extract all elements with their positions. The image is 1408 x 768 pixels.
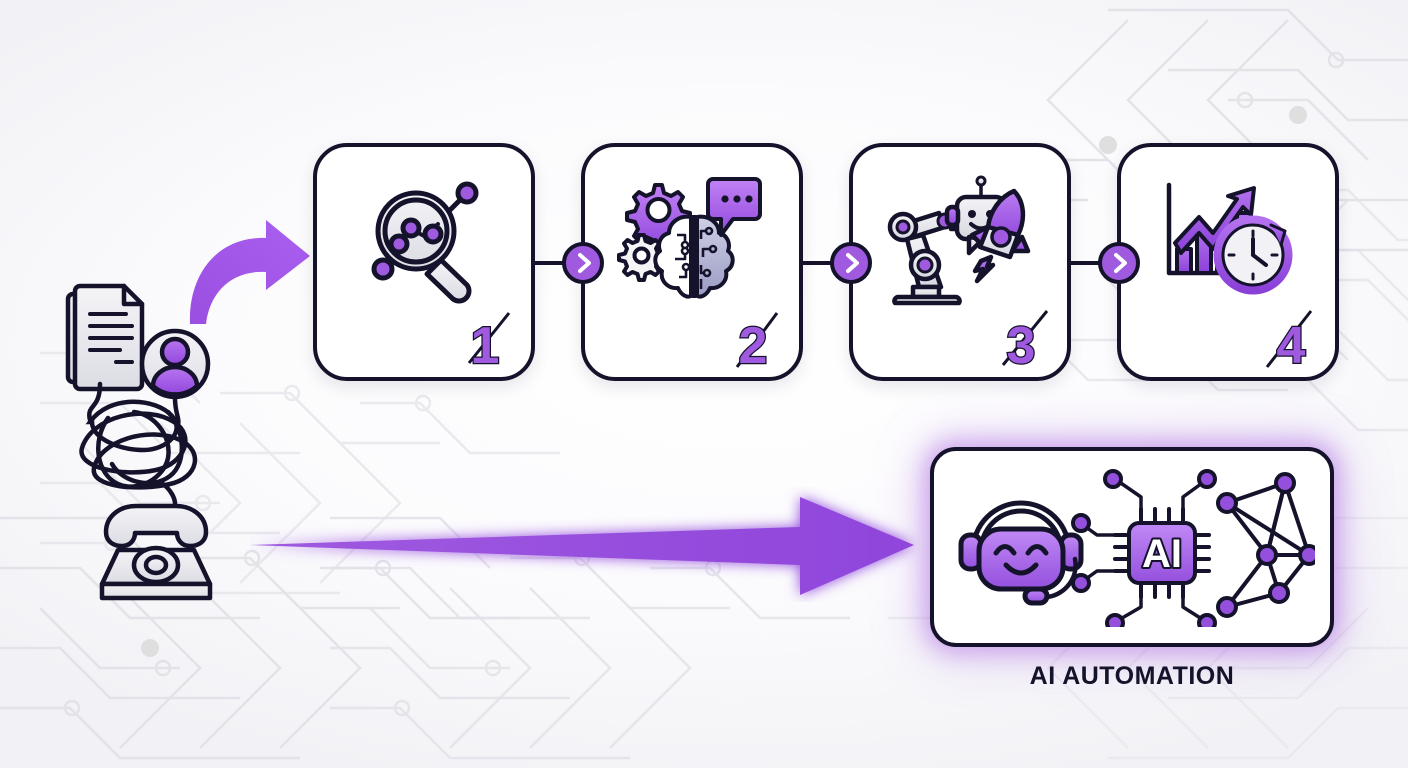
person-icon: [139, 328, 211, 400]
connector-line-2: [803, 261, 851, 265]
step-number-4: 4: [1265, 310, 1313, 375]
ai-chip-label: AI: [1142, 532, 1182, 576]
connector-3-4[interactable]: [1095, 239, 1143, 287]
ai-automation-card[interactable]: AI: [930, 447, 1334, 647]
rotary-phone-icon: [99, 503, 213, 601]
step-card-results[interactable]: 4: [1117, 143, 1339, 381]
connector-2-3[interactable]: [827, 239, 875, 287]
chevron-right-icon: [1114, 253, 1127, 273]
ai-chip-icon: AI: [1071, 469, 1217, 627]
connector-line-1: [535, 261, 583, 265]
robot-arm-rocket-icon: [887, 175, 1031, 306]
ai-automation-icons: AI: [958, 469, 1315, 627]
growth-chart-clock-icon: [1166, 182, 1293, 295]
chevron-right-icon: [846, 253, 859, 273]
step-card-build[interactable]: 3: [849, 143, 1071, 381]
step-number-2: 2: [735, 312, 779, 375]
svg-text:3: 3: [1007, 317, 1036, 375]
neural-network-icon: [1216, 472, 1315, 618]
ai-automation-label: AI AUTOMATION: [1029, 662, 1235, 690]
tangled-scribble-icon: [79, 381, 198, 533]
svg-text:1: 1: [471, 317, 500, 375]
brain-gears-chat-icon: [617, 177, 762, 299]
connector-line-3: [1071, 261, 1119, 265]
chevron-right-icon: [578, 253, 591, 273]
step-card-analyze[interactable]: 1: [313, 143, 535, 381]
connector-1-2[interactable]: [559, 239, 607, 287]
documents-icon: [65, 283, 145, 392]
magnifier-data-icon: [371, 181, 479, 304]
step-number-1: 1: [467, 312, 511, 375]
robot-headset-icon: [958, 500, 1084, 606]
step-number-3: 3: [1001, 310, 1049, 375]
main-arrow: [250, 497, 914, 595]
manual-pain-points: [65, 283, 213, 601]
step-card-design[interactable]: 2: [581, 143, 803, 381]
svg-text:4: 4: [1277, 317, 1306, 375]
curved-arrow: [189, 220, 310, 324]
svg-text:2: 2: [739, 317, 768, 375]
